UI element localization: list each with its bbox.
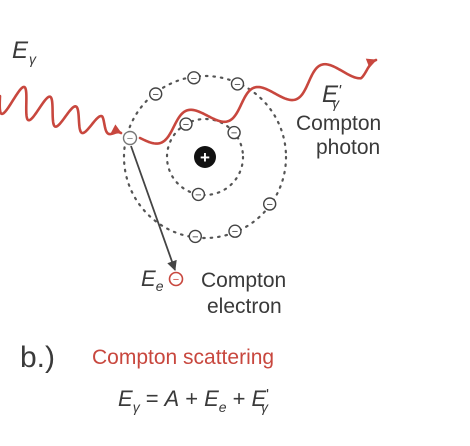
orbital-electron: − [191, 187, 206, 201]
orbital-electron: − [148, 87, 163, 101]
orbital-electron-sign: − [232, 226, 238, 238]
orbital-electron-sign: − [234, 79, 240, 91]
orbital-electron-sign: − [152, 89, 158, 101]
compton-equation: Eγ=A+Ee+E'γ [118, 386, 269, 415]
interaction-electron-sign: − [127, 133, 133, 145]
orbital-electron: − [230, 77, 245, 91]
scattered-photon-label-line2: photon [316, 136, 380, 159]
orbital-electron-sign: − [231, 128, 237, 140]
compton-electron-label-line1: Compton [201, 269, 286, 292]
orbital-electron-sign: − [183, 119, 189, 131]
orbital-electron: − [188, 229, 203, 243]
scattered-photon-wave [138, 58, 378, 145]
scattered-photon-label-line1: Compton [296, 112, 381, 135]
orbital-electron-sign: − [191, 73, 197, 85]
orbital-electrons: − − − − − − − − − [148, 71, 277, 243]
incoming-photon-label: Eγ [12, 37, 37, 67]
orbital-electron-sign: − [192, 231, 198, 243]
figure-part-label: b.) [20, 341, 55, 374]
interaction-electron: − [122, 130, 138, 146]
orbital-electron-sign: − [266, 199, 272, 211]
outer-orbit [122, 74, 288, 240]
compton-electron-trajectory [130, 145, 177, 271]
orbital-electron: − [228, 224, 242, 238]
compton-electron: − [168, 271, 184, 287]
incoming-photon-wave [0, 85, 123, 136]
orbital-electron: − [227, 125, 241, 140]
orbital-electron: − [187, 71, 201, 85]
compton-electron-energy-label: Ee [141, 266, 164, 294]
orbital-electron: − [263, 197, 277, 211]
orbital-electron: − [179, 117, 193, 131]
compton-electron-label-line2: electron [207, 295, 282, 318]
compton-electron-sign: − [173, 274, 179, 286]
scattered-photon-energy-label: E'γ [322, 81, 342, 111]
figure-caption-title: Compton scattering [92, 346, 274, 369]
nucleus: + [194, 146, 216, 168]
nucleus-sign: + [200, 148, 210, 167]
orbital-electron-sign: − [195, 189, 201, 201]
